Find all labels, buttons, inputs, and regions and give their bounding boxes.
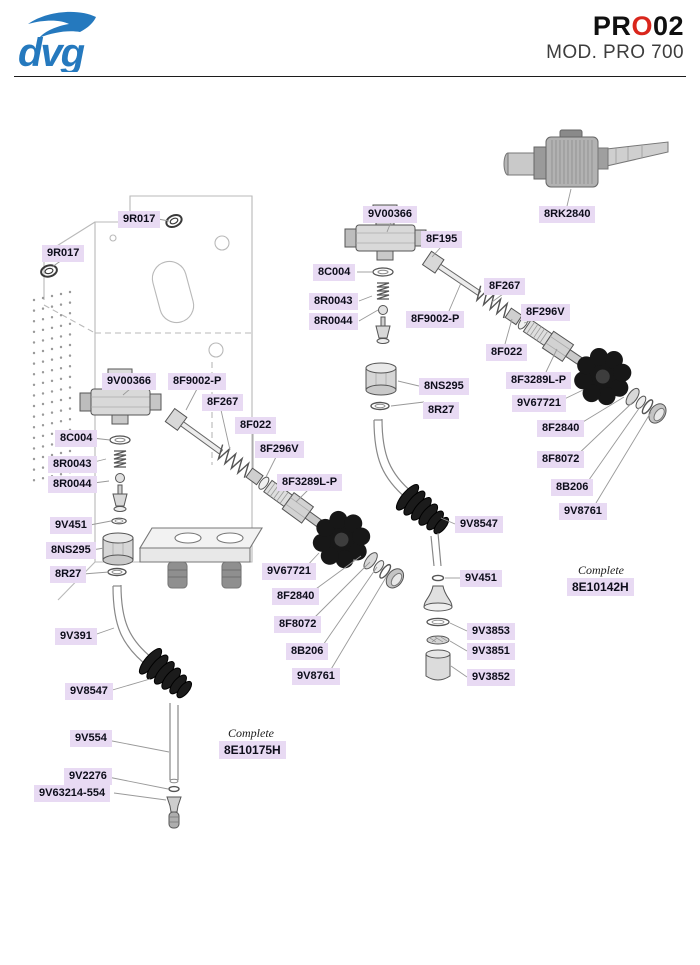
part-label: 9V00366 [363,206,418,223]
part-label: 9V67721 [512,395,567,412]
part-label: 8F022 [235,417,277,434]
part-label: 9V00366 [102,373,157,390]
machine-base-feet [139,527,263,589]
part-label-complete: 8E10175H [219,741,286,759]
part-label: 9V3852 [467,669,515,686]
part-label: 9V67721 [262,563,317,580]
part-label: 9V8547 [455,516,503,533]
part-label: 9V3851 [467,643,515,660]
part-label: 8F3289L-P [506,372,572,389]
brand-text: dvg [18,31,85,72]
title-post: 02 [652,11,684,41]
part-label: 8R0043 [48,456,97,473]
part-label: 8R27 [423,402,460,419]
valve-assembly-right [344,204,681,681]
dvg-logo: dvg [18,11,96,72]
title-accent: O [631,11,653,41]
part-label: 8F267 [484,278,526,295]
title-block: PRO02 MOD. PRO 700 [546,10,684,64]
part-label: 8F3289L-P [277,474,343,491]
part-label: 8F195 [421,231,463,248]
part-label: 9R017 [118,211,161,228]
part-label: 8F2840 [537,420,585,437]
model-subtitle: MOD. PRO 700 [546,41,684,63]
part-label: 8R0043 [309,293,358,310]
part-label: 8F9002-P [168,373,227,390]
header: dvg PRO02 MOD. PRO 700 [0,0,700,74]
valve-assembly-left [79,368,419,829]
part-label: 8F8072 [537,451,585,468]
part-label: 8F2840 [272,588,320,605]
header-divider [14,76,686,77]
part-label: 8F8072 [274,616,322,633]
complete-caption: Complete [578,563,624,577]
oring-9r017-top [165,213,183,229]
title-pre: PR [592,11,632,41]
part-label: 8F296V [521,304,570,321]
part-label: 9R017 [42,245,85,262]
vent-holes [32,290,72,490]
part-label: 9V8547 [65,683,113,700]
part-label: 8F296V [255,441,304,458]
part-label: 9V63214-554 [34,785,111,802]
part-label: 9V451 [460,570,502,587]
complete-caption: Complete [228,726,274,740]
part-label: 8NS295 [419,378,469,395]
valve-8rk2840 [503,129,669,188]
part-label: 9V391 [55,628,97,645]
part-label: 9V8761 [292,668,340,685]
page-title: PRO02 [546,11,684,42]
part-label: 8F9002-P [406,311,465,328]
part-label: 9V8761 [559,503,607,520]
part-label: 8R0044 [309,313,358,330]
part-label: 9V451 [50,517,92,534]
part-label: 9V554 [70,730,112,747]
part-label-complete: 8E10142H [567,578,634,596]
oring-9r017-left [40,264,58,278]
part-label: 8RK2840 [539,206,596,223]
dvg-swoosh-icon [28,11,96,38]
part-label: 8F022 [486,344,528,361]
part-label: 8C004 [313,264,356,281]
part-label: 8NS295 [46,542,96,559]
part-label: 8R27 [50,566,87,583]
part-label: 8C004 [55,430,98,447]
part-label: 8F267 [202,394,244,411]
part-label: 8B206 [551,479,594,496]
part-label: 9V3853 [467,623,515,640]
part-label: 8B206 [286,643,329,660]
part-label: 8R0044 [48,476,97,493]
part-label: 9V2276 [64,768,112,785]
